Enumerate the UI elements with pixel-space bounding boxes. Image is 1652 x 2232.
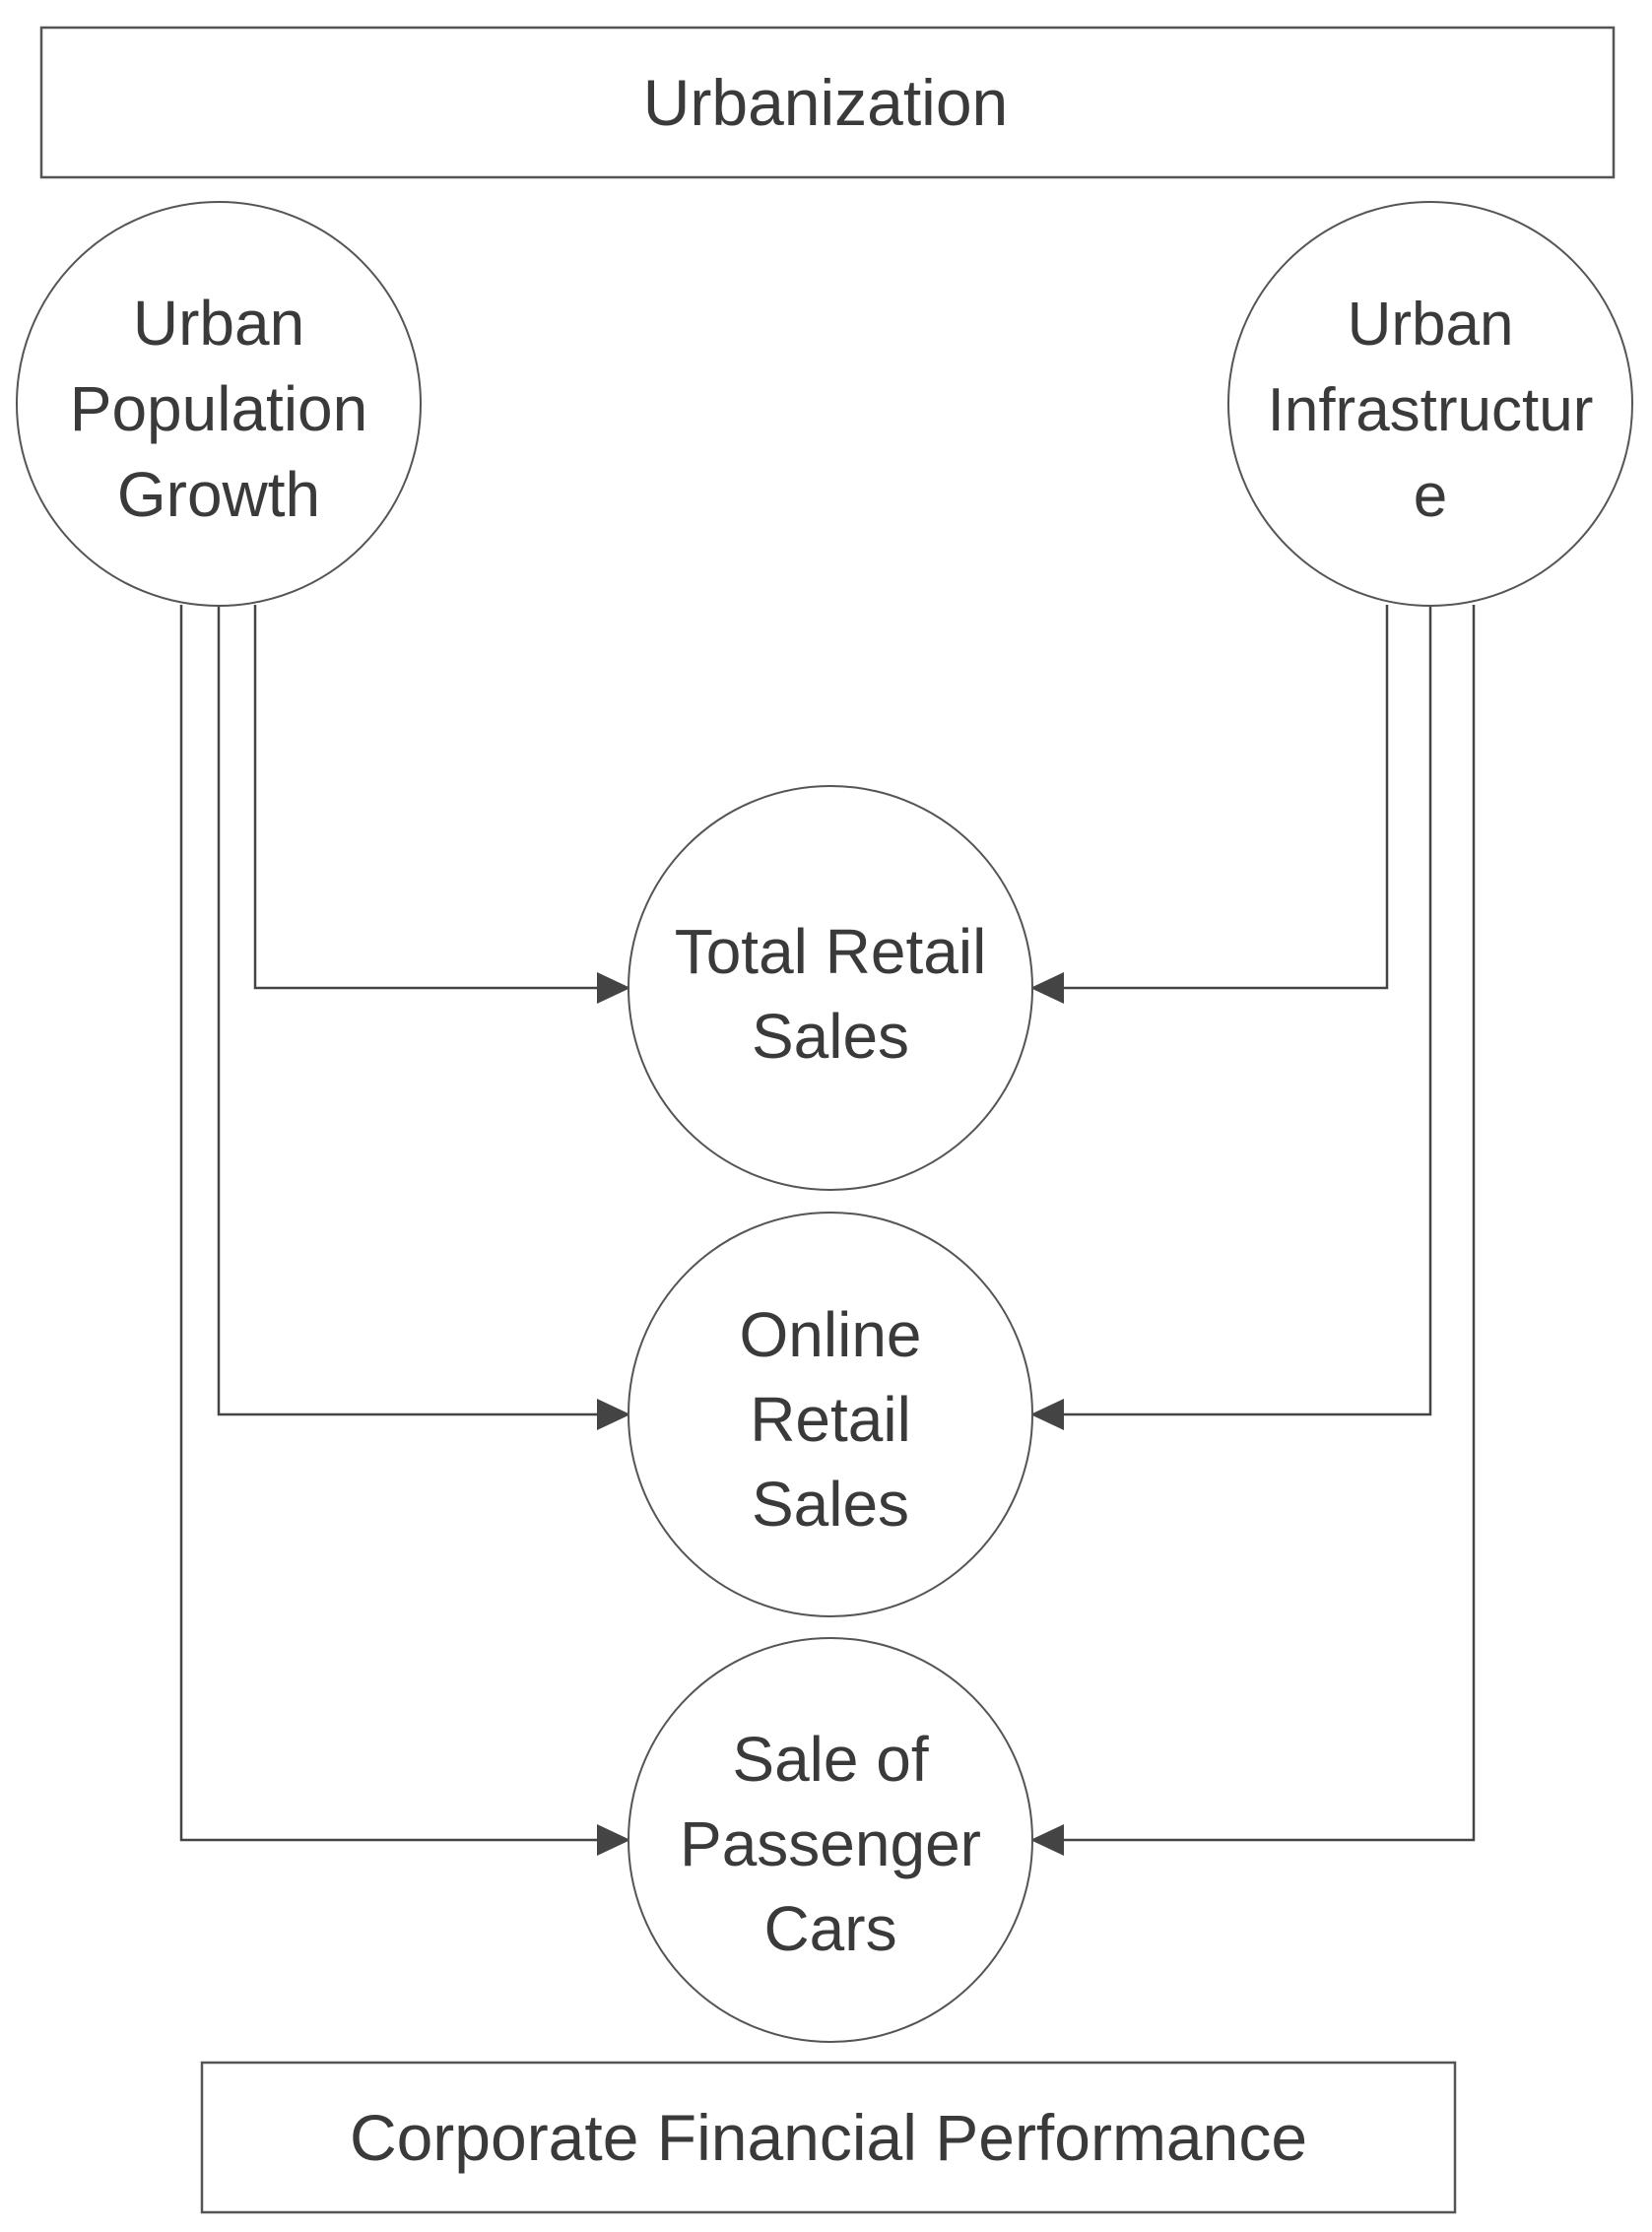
outcome-total-retail-line-1: Total Retail <box>675 916 987 987</box>
urbanization-box: Urbanization <box>39 26 1616 179</box>
outcome-online-retail-sales-circle <box>628 1212 1033 1617</box>
outcome-passenger-cars-line-1: Sale of <box>732 1724 928 1795</box>
edge-population-to-online-retail <box>217 605 603 1416</box>
corporate-financial-performance-label: Corporate Financial Performance <box>350 2101 1307 2174</box>
arrowhead-infrastructure-passenger-cars <box>1030 1824 1064 1856</box>
outcome-total-retail-sales-circle <box>628 785 1033 1191</box>
urbanization-box-frame <box>39 26 1616 179</box>
outcome-total-retail-line-2: Sales <box>752 1001 909 1072</box>
driver-right-line-3: e <box>1414 462 1447 530</box>
driver-left-line-2: Population <box>70 373 367 444</box>
edges-left <box>179 605 630 1856</box>
edge-infrastructure-to-passenger-cars <box>1048 605 1476 1842</box>
arrowhead-population-passenger-cars <box>597 1824 630 1856</box>
edges-right <box>1030 605 1476 1856</box>
arrowhead-infrastructure-online-retail <box>1030 1399 1064 1430</box>
outcome-online-retail-sales: Online Retail Sales <box>628 1212 1033 1617</box>
outcome-sale-of-passenger-cars: Sale of Passenger Cars <box>628 1637 1033 2043</box>
driver-right-line-2: Infrastructur <box>1268 376 1594 444</box>
driver-urban-infrastructure-circle <box>1227 201 1633 607</box>
arrowhead-population-online-retail <box>597 1399 630 1430</box>
driver-urban-infrastructure: Urban Infrastructur e <box>1227 201 1633 607</box>
arrowhead-population-total-retail <box>597 972 630 1004</box>
edge-infrastructure-to-total-retail <box>1048 605 1389 990</box>
corporate-financial-performance-frame <box>200 2061 1457 2214</box>
driver-right-line-1: Urban <box>1348 291 1514 359</box>
outcome-passenger-cars-line-2: Passenger <box>680 1808 981 1879</box>
outcome-online-retail-line-1: Online <box>740 1299 922 1370</box>
corporate-financial-performance-box: Corporate Financial Performance <box>200 2061 1457 2214</box>
arrowhead-infrastructure-total-retail <box>1030 972 1064 1004</box>
driver-urban-population-growth: Urban Population Growth <box>16 201 422 607</box>
edge-population-to-total-retail <box>253 605 603 990</box>
edge-infrastructure-to-online-retail <box>1048 605 1432 1416</box>
driver-left-line-1: Urban <box>133 288 304 359</box>
edge-population-to-passenger-cars <box>179 605 603 1842</box>
outcome-total-retail-sales: Total Retail Sales <box>628 785 1033 1191</box>
driver-urban-population-growth-circle <box>16 201 422 607</box>
driver-left-line-3: Growth <box>117 459 320 530</box>
outcome-online-retail-line-2: Retail <box>750 1384 911 1455</box>
urbanization-label: Urbanization <box>643 66 1009 139</box>
outcome-online-retail-line-3: Sales <box>752 1469 909 1540</box>
outcome-passenger-cars-line-3: Cars <box>763 1893 896 1964</box>
outcome-passenger-cars-circle <box>628 1637 1033 2043</box>
